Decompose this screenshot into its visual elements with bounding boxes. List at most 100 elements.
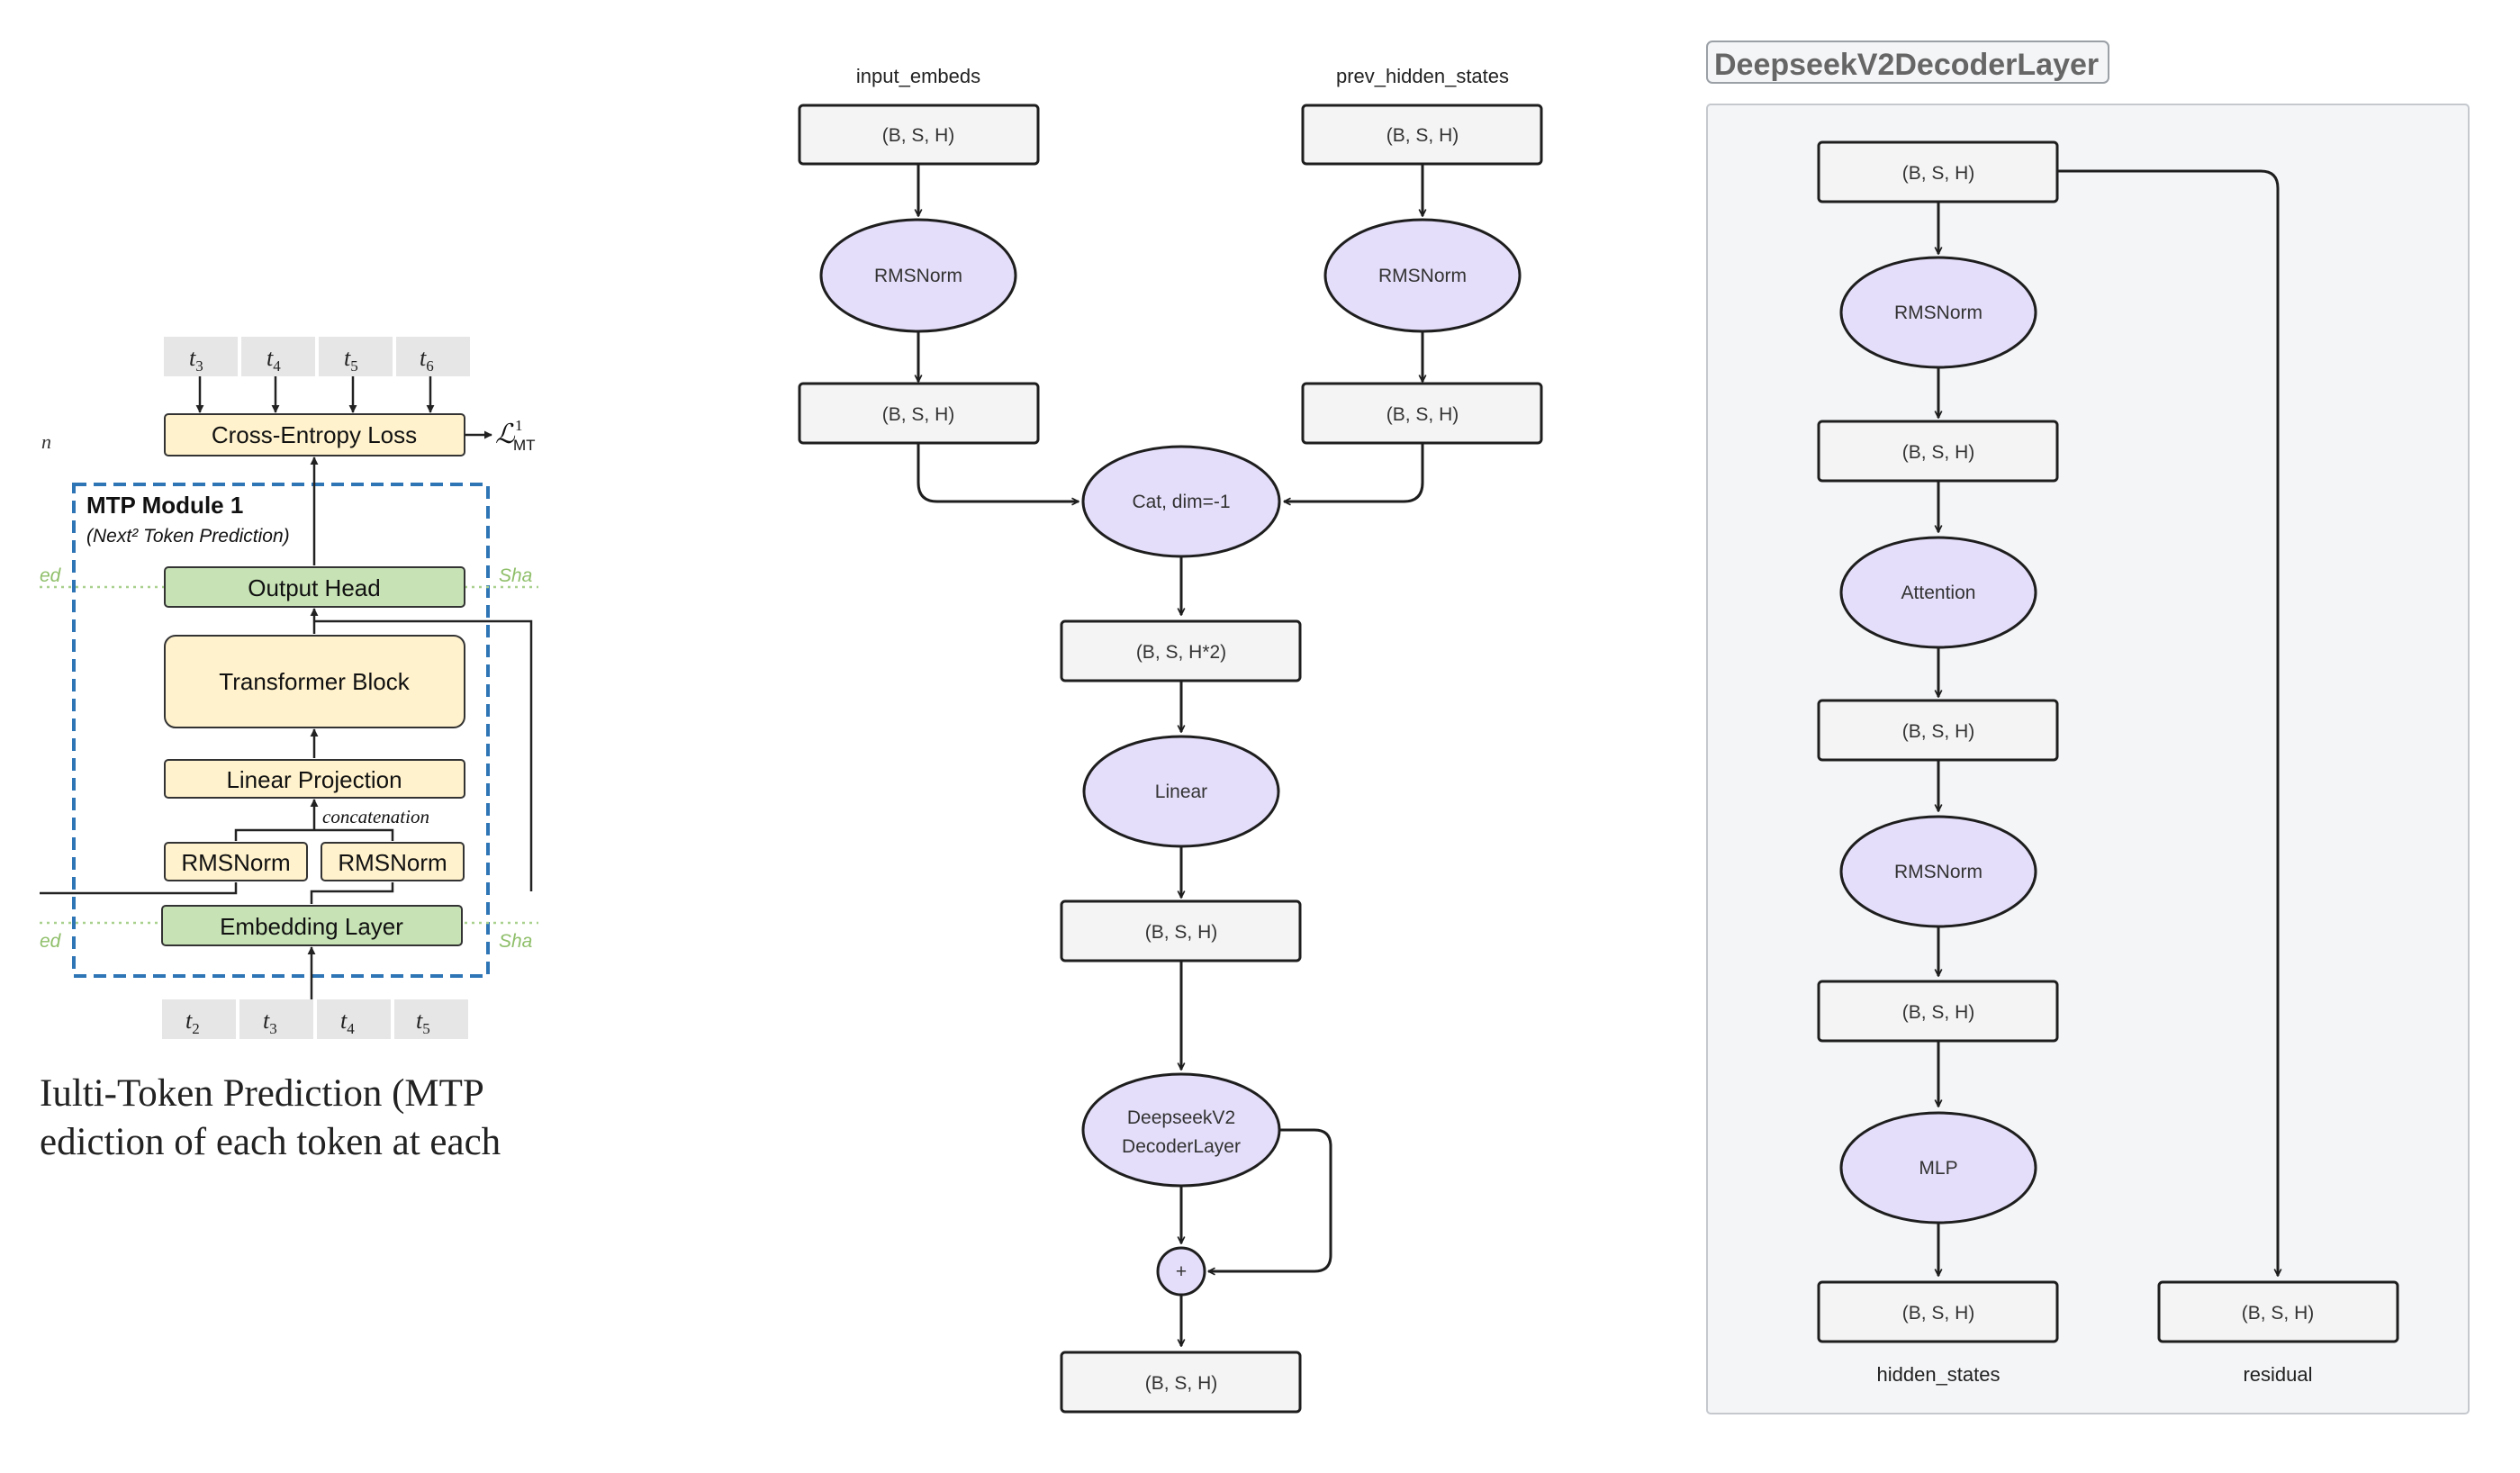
residual-add-node (1156, 1246, 1206, 1297)
top-token-3: t3 (189, 345, 203, 375)
panel-title: DeepseekV2DecoderLayer (1714, 48, 2099, 82)
prev-hidden-shape-box (1301, 104, 1543, 166)
token-cell (162, 999, 236, 1039)
token-cell (241, 337, 315, 376)
token-cell (319, 337, 393, 376)
output-head-label: Output Head (248, 574, 380, 601)
mlp-node (1839, 1111, 2037, 1224)
token-cell (317, 999, 391, 1039)
left-cut-text: n (41, 430, 51, 453)
norm-left-shape-box (798, 382, 1040, 445)
loss-symbol-sub: MT (513, 437, 536, 454)
flow-rmsnorm-right-label: RMSNorm (1378, 266, 1467, 286)
decoder-layer-label-line1: DeepseekV2 (1127, 1107, 1235, 1128)
concatenation-label: concatenation (322, 806, 429, 827)
attention-out-shape: (B, S, H) (1902, 721, 1975, 742)
decoder-input-shape: (B, S, H) (1902, 163, 1975, 184)
attention-label: Attention (1901, 583, 1976, 603)
attention-out-box (1817, 699, 2059, 762)
loss-symbol-sup: 1 (515, 417, 523, 434)
mlp-label: MLP (1919, 1158, 1957, 1179)
input-embeds-shape: (B, S, H) (882, 125, 955, 146)
token-cell (394, 999, 468, 1039)
input-embeds-label: input_embeds (856, 65, 980, 87)
linear-projection-box (164, 759, 465, 799)
decoder-input-box (1817, 140, 2059, 203)
token-cell (396, 337, 470, 376)
hidden-states-box (1817, 1280, 2059, 1343)
mtp-rmsnorm-right-label: RMSNorm (338, 849, 447, 876)
flow-rmsnorm-right (1323, 218, 1522, 333)
linear-node (1082, 735, 1280, 848)
cat-label: Cat, dim=-1 (1132, 492, 1230, 512)
residual-add-label: + (1176, 1261, 1187, 1282)
residual-shape: (B, S, H) (2242, 1303, 2315, 1324)
right-cut-shared-top: Sha (499, 565, 532, 586)
bottom-token-2: t2 (185, 1008, 200, 1037)
token-cell (164, 337, 238, 376)
prev-hidden-shape: (B, S, H) (1386, 125, 1459, 146)
decoder-norm1-shape: (B, S, H) (1902, 442, 1975, 463)
final-shape-box (1060, 1351, 1302, 1414)
mtp-caption-line-1: Iulti-Token Prediction (MTP (40, 1072, 484, 1115)
token-cell (239, 999, 313, 1039)
top-token-5: t5 (344, 345, 358, 375)
loss-symbol: ℒ (495, 420, 516, 449)
residual-box (2157, 1280, 2399, 1343)
norm-left-shape: (B, S, H) (882, 404, 955, 425)
mtp-rmsnorm-left-label: RMSNorm (181, 849, 290, 876)
decoder-layer-node (1081, 1072, 1281, 1188)
flow-rmsnorm-left (819, 218, 1017, 333)
final-shape: (B, S, H) (1145, 1373, 1218, 1394)
attention-node (1839, 536, 2037, 649)
mtp-rmsnorm-left-box (164, 842, 308, 881)
cat-shape-box (1060, 619, 1302, 682)
cat-shape: (B, S, H*2) (1136, 642, 1226, 663)
decoder-norm1-box (1817, 420, 2059, 483)
transformer-block-label: Transformer Block (219, 668, 410, 695)
top-token-6: t6 (420, 345, 434, 375)
linear-label: Linear (1155, 782, 1207, 802)
embedding-layer-label: Embedding Layer (220, 913, 403, 940)
top-token-row: t3 t4 t5 t6 (164, 337, 470, 376)
decoder-rmsnorm-2 (1839, 815, 2037, 928)
prev-hidden-states-label: prev_hidden_states (1336, 65, 1509, 87)
right-cut-shared-bottom: Sha (499, 931, 532, 952)
bottom-token-5: t5 (416, 1008, 430, 1037)
mtp-flow-diagram: input_embeds prev_hidden_states (B, S, H… (798, 65, 1543, 1414)
mtp-caption-line-2: ediction of each token at each (40, 1121, 501, 1163)
decoder-norm2-shape: (B, S, H) (1902, 1002, 1975, 1023)
bottom-token-4: t4 (340, 1008, 355, 1037)
decoder-norm2-box (1817, 980, 2059, 1043)
decoder-layer-label-line2: DecoderLayer (1122, 1136, 1241, 1157)
norm-right-shape: (B, S, H) (1386, 404, 1459, 425)
hidden-states-label: hidden_states (1877, 1363, 2001, 1386)
residual-label: residual (2243, 1363, 2312, 1386)
decoder-rmsnorm-1-label: RMSNorm (1894, 303, 1983, 323)
cat-node (1081, 445, 1281, 558)
embedding-layer-box (161, 905, 463, 946)
bottom-token-row: t2 t3 t4 t5 (162, 999, 468, 1039)
mtp-module-boundary (72, 483, 490, 978)
panel-title-tab (1706, 41, 2109, 84)
linear-shape-box (1060, 899, 1302, 962)
norm-right-shape-box (1301, 382, 1543, 445)
top-token-4: t4 (266, 345, 281, 375)
decoder-rmsnorm-1 (1839, 256, 2037, 369)
transformer-block-box (164, 635, 465, 728)
hidden-states-shape: (B, S, H) (1902, 1303, 1975, 1324)
bottom-token-3: t3 (263, 1008, 277, 1037)
input-embeds-shape-box (798, 104, 1040, 166)
cross-entropy-loss-label: Cross-Entropy Loss (212, 421, 417, 448)
flow-rmsnorm-left-label: RMSNorm (874, 266, 962, 286)
mtp-paper-figure: t3 t4 t5 t6 Cross-Entropy Loss ℒ 1 MT n … (40, 337, 538, 1163)
mtp-module-title: MTP Module 1 (86, 492, 243, 519)
linear-shape: (B, S, H) (1145, 922, 1218, 943)
mtp-rmsnorm-right-box (321, 842, 465, 881)
left-cut-shared-top: ed (40, 565, 62, 586)
decoder-rmsnorm-2-label: RMSNorm (1894, 862, 1983, 882)
mtp-module-subtitle: (Next² Token Prediction) (86, 526, 290, 547)
left-cut-shared-bottom: ed (40, 931, 62, 952)
linear-projection-label: Linear Projection (226, 766, 402, 793)
